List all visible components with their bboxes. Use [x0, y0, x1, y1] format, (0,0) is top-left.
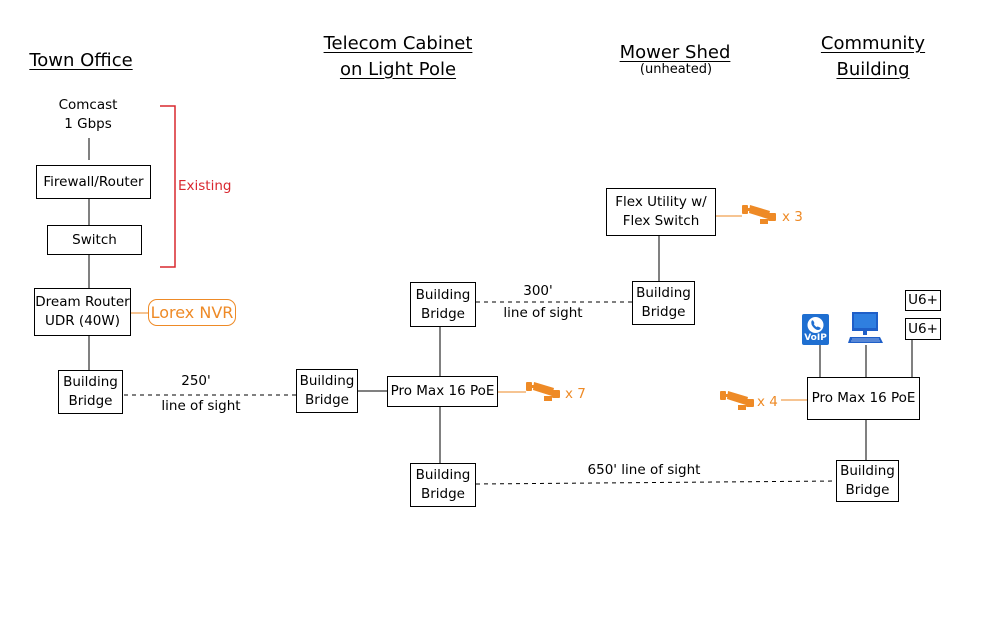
telecom-pro-max-switch: Pro Max 16 PoE: [387, 376, 498, 407]
access-point-1: U6+: [905, 290, 941, 311]
community-pro-max-switch: Pro Max 16 PoE: [807, 377, 920, 420]
link-250-type: line of sight: [161, 398, 241, 414]
desktop-computer-icon: [848, 312, 883, 343]
header-town-office: Town Office: [29, 50, 133, 71]
security-camera-icon: [526, 382, 560, 401]
security-camera-icon: [742, 205, 776, 224]
mower-shed-note: (unheated): [639, 62, 713, 77]
switch-node: Switch: [47, 225, 142, 255]
flex-utility-node: Flex Utility w/Flex Switch: [606, 188, 716, 236]
voip-label: VoIP: [804, 333, 827, 343]
firewall-router-node: Firewall/Router: [36, 165, 151, 199]
shed-camera-count: x 3: [782, 209, 803, 225]
link-650-dashed: [475, 480, 837, 485]
header-community-building: Community Building: [820, 33, 926, 80]
header-mower-shed: Mower Shed: [619, 42, 731, 63]
access-point-2: U6+: [905, 318, 941, 340]
link-300-distance: 300': [523, 283, 553, 299]
link-300-type: line of sight: [503, 305, 583, 321]
existing-bracket: [160, 105, 176, 268]
header-telecom-cabinet: Telecom Cabinet on Light Pole: [323, 33, 473, 80]
telecom-camera-count: x 7: [565, 386, 586, 402]
link-650-label: 650' line of sight: [587, 462, 701, 478]
lorex-nvr-node: Lorex NVR: [148, 299, 236, 326]
link-250-distance: 250': [181, 373, 211, 389]
security-camera-icon: [720, 391, 754, 410]
community-camera-count: x 4: [757, 394, 778, 410]
existing-label: Existing: [178, 178, 232, 194]
voip-phone-icon: VoIP: [802, 314, 829, 345]
